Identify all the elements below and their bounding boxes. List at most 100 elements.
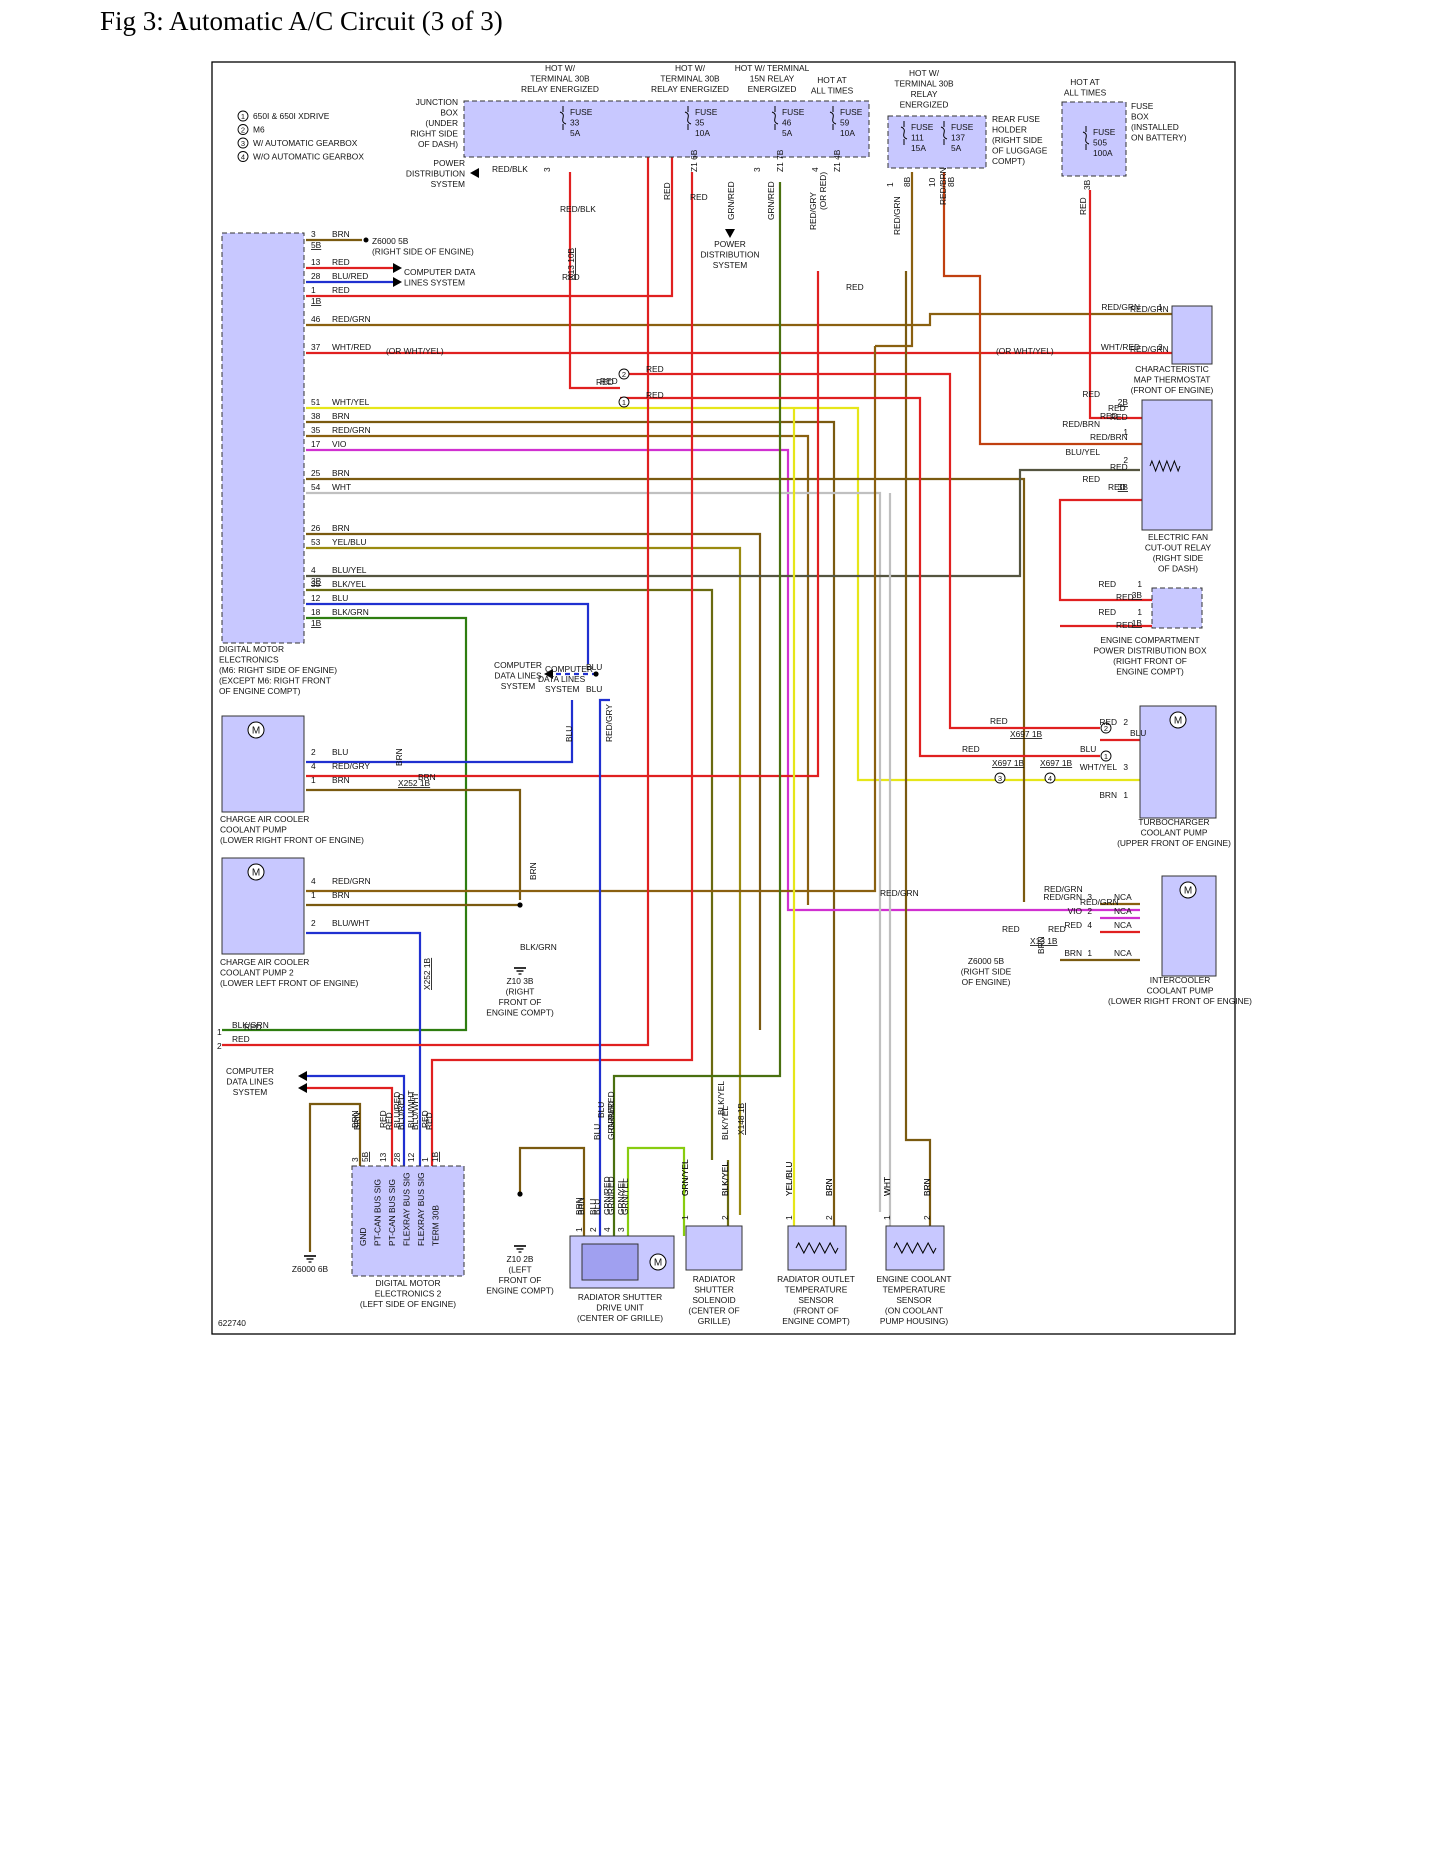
z6000-5b-right-label: OF ENGINE) bbox=[962, 977, 1011, 987]
note-number: 2 bbox=[1104, 724, 1108, 733]
wire-label: GRN/RED bbox=[726, 181, 736, 220]
wire-label: RED bbox=[1116, 592, 1134, 602]
dme2-pin: 12 bbox=[406, 1152, 416, 1162]
dme1-pin: 35 bbox=[311, 425, 321, 435]
dme1-wire-label: BRN bbox=[332, 229, 350, 239]
wire bbox=[306, 588, 714, 1160]
fuse-label: FUSE bbox=[1093, 127, 1116, 137]
fuse-header: HOT AT bbox=[817, 75, 846, 85]
diagram-label: RED bbox=[232, 1034, 250, 1044]
fuse-icon bbox=[940, 121, 948, 145]
wire bbox=[306, 448, 1140, 912]
wire-label: RED bbox=[244, 1022, 262, 1032]
wire bbox=[620, 372, 1100, 730]
dme1-wire-label: RED bbox=[332, 285, 350, 295]
computer-data-label: COMPUTER DATA bbox=[404, 267, 476, 277]
dme1-wire-label: BLK/YEL bbox=[332, 579, 366, 589]
diagram-label: (OR RED) bbox=[818, 172, 828, 210]
connector-pin: 8B bbox=[902, 176, 912, 187]
charge-pump1-pin: 2 bbox=[311, 747, 316, 757]
wire bbox=[306, 491, 882, 1212]
fuse-label: 33 bbox=[570, 118, 580, 128]
shutter-drive-pin: 2 bbox=[588, 1227, 598, 1232]
wire-label: RED bbox=[646, 390, 664, 400]
dme1-pin: 1B bbox=[311, 618, 322, 628]
rear-fuse-holder-label: (RIGHT SIDE bbox=[992, 135, 1043, 145]
junction-box-label: JUNCTION bbox=[416, 97, 458, 107]
engine-pdb-pin: 1 bbox=[1137, 579, 1142, 589]
wire-label: RED bbox=[990, 716, 1008, 726]
power-distribution-label: SYSTEM bbox=[431, 179, 465, 189]
turbo-pump-wire: WHT/YEL bbox=[1080, 762, 1118, 772]
wire bbox=[875, 172, 914, 348]
turbo-pump-label: TURBOCHARGER bbox=[1138, 817, 1209, 827]
intercooler-pump-wire: BRN bbox=[1064, 948, 1082, 958]
connector-pin: 8B bbox=[946, 176, 956, 187]
fuse-header: RELAY ENERGIZED bbox=[651, 84, 729, 94]
shutter-solenoid-wire: BLK/YEL bbox=[720, 1162, 730, 1196]
fuse-icon bbox=[829, 106, 837, 130]
dme2-pin: 28 bbox=[392, 1152, 402, 1162]
note-circle bbox=[1100, 750, 1112, 762]
wire-label: BRN bbox=[1036, 936, 1046, 954]
wire-label: RED bbox=[1048, 924, 1066, 934]
engine-pdb-pin: 1 bbox=[1137, 607, 1142, 617]
note-number: 1 bbox=[622, 398, 626, 407]
wire bbox=[598, 698, 610, 1236]
dme2-pin-name: GND bbox=[358, 1227, 368, 1246]
fan-relay-box bbox=[1141, 399, 1213, 531]
turbo-pump-label: (UPPER FRONT OF ENGINE) bbox=[1117, 838, 1231, 848]
wire bbox=[306, 788, 522, 900]
shutter-solenoid-label: SHUTTER bbox=[694, 1285, 734, 1295]
wire-label: BLK/YEL bbox=[720, 1162, 730, 1196]
diagram-label: BLU bbox=[596, 1102, 606, 1118]
note-circle bbox=[994, 772, 1006, 784]
dme2-pin: 13 bbox=[378, 1152, 388, 1162]
wire-label: RED/GRY bbox=[808, 192, 818, 230]
fuse-label: 35 bbox=[695, 118, 705, 128]
intercooler-pump-label: INTERCOOLER bbox=[1150, 975, 1211, 985]
connector-pin: 1 bbox=[885, 182, 895, 187]
dme1-wire-label: WHT bbox=[332, 482, 351, 492]
wire-label: RED/GRY bbox=[604, 704, 614, 742]
wire bbox=[306, 700, 574, 764]
wire bbox=[612, 182, 782, 1236]
fuse-header: RELAY bbox=[911, 89, 938, 99]
nca-label: NCA bbox=[1114, 948, 1132, 958]
motor-icon bbox=[247, 863, 265, 881]
wire-label: BLU/RED bbox=[396, 1094, 406, 1130]
diagram-label: X697 1B bbox=[992, 758, 1025, 768]
shutter-solenoid-label: SOLENOID bbox=[692, 1295, 735, 1305]
wire bbox=[222, 616, 468, 1032]
note-circle bbox=[237, 124, 249, 135]
resistor-icon bbox=[893, 1241, 937, 1255]
charge-pump2-label: CHARGE AIR COOLER bbox=[220, 957, 309, 967]
engine-pdb-label: (RIGHT FRONT OF bbox=[1113, 656, 1187, 666]
engine-pdb-label: POWER DISTRIBUTION BOX bbox=[1093, 646, 1206, 656]
wire bbox=[1058, 498, 1152, 602]
dme1-wire-label: RED bbox=[332, 257, 350, 267]
diagram-label: BLK/GRN bbox=[232, 1020, 269, 1030]
outlet-sensor-pin: 1 bbox=[784, 1215, 794, 1220]
dme1-label: (EXCEPT M6: RIGHT FRONT bbox=[219, 676, 331, 686]
dme1-wire-label: BRN bbox=[332, 411, 350, 421]
wire bbox=[518, 1146, 586, 1236]
turbo-pump-pin: 2 bbox=[1123, 717, 1128, 727]
dme1-wire-label: BLU/YEL bbox=[332, 565, 367, 575]
thermostat-wire: WHT/RED bbox=[1101, 342, 1140, 352]
dme1-pin: 37 bbox=[311, 342, 321, 352]
fuse-label: 15A bbox=[911, 143, 926, 153]
dme1-pin: 5B bbox=[311, 240, 322, 250]
dme2-pin: 1 bbox=[420, 1157, 430, 1162]
z10-2b-label: FRONT OF bbox=[499, 1275, 542, 1285]
coolant-sensor-pin: 2 bbox=[922, 1215, 932, 1220]
intercooler-pump-label: COOLANT PUMP bbox=[1147, 986, 1214, 996]
thermostat-label: CHARACTERISTIC bbox=[1135, 364, 1209, 374]
diagram-label: BLK/YEL bbox=[716, 1081, 726, 1115]
wire bbox=[306, 931, 422, 1166]
wire bbox=[306, 346, 877, 893]
outlet-sensor-label: SENSOR bbox=[798, 1295, 833, 1305]
wire bbox=[306, 468, 1140, 578]
dme1-wire-label: VIO bbox=[332, 439, 347, 449]
shutter-solenoid-label: RADIATOR bbox=[693, 1274, 736, 1284]
